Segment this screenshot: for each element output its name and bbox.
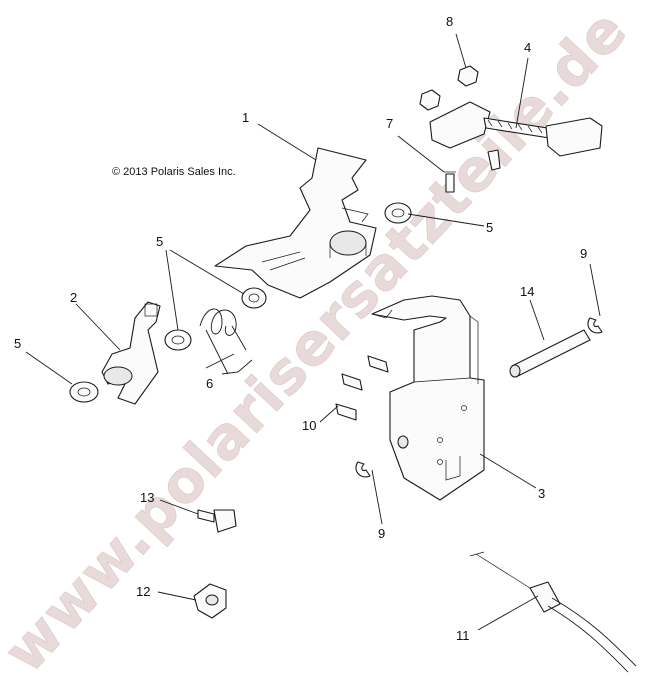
part-13-fastener xyxy=(197,509,237,533)
callout-13: 13 xyxy=(140,490,154,505)
part-8-nut-left xyxy=(419,89,441,111)
callout-12: 12 xyxy=(136,584,150,599)
part-1-bracket-plate xyxy=(214,147,377,299)
part-9-clip-right xyxy=(587,317,603,334)
callout-9-right: 9 xyxy=(580,246,587,261)
callout-4: 4 xyxy=(524,40,531,55)
callout-5-right: 5 xyxy=(486,220,493,235)
part-5-bushing-mid xyxy=(164,329,192,351)
part-2-pivot-bracket xyxy=(101,301,161,405)
leader-lines xyxy=(25,33,601,631)
part-7-bolt xyxy=(444,171,456,193)
callout-7: 7 xyxy=(386,116,393,131)
callout-10: 10 xyxy=(302,418,316,433)
part-6-return-spring xyxy=(199,308,253,375)
part-3-mounting-bracket xyxy=(371,295,485,501)
part-9-clip-left xyxy=(355,461,371,478)
part-5-bushing-upper xyxy=(241,287,267,309)
part-12-cable-clamp xyxy=(193,583,227,619)
callout-1: 1 xyxy=(242,110,249,125)
callout-8: 8 xyxy=(446,14,453,29)
copyright-text: © 2013 Polaris Sales Inc. xyxy=(112,166,236,178)
callout-6: 6 xyxy=(206,376,213,391)
callout-5-left: 5 xyxy=(14,336,21,351)
part-14-pivot-pin xyxy=(509,329,591,378)
callout-14: 14 xyxy=(520,284,534,299)
callout-5-mid: 5 xyxy=(156,234,163,249)
part-4-sensor-switch xyxy=(429,101,603,171)
part-10-bolts xyxy=(335,355,389,421)
part-5-bushing-left xyxy=(69,381,99,403)
callout-2: 2 xyxy=(70,290,77,305)
callout-labels: 1 2 3 4 5 5 5 6 7 8 9 9 10 11 12 13 14 xyxy=(14,14,587,643)
part-11-cable xyxy=(469,551,637,673)
watermark-text: www.polarisersatzteile.de xyxy=(0,0,640,686)
part-8-nut-right xyxy=(457,65,479,87)
callout-11: 11 xyxy=(456,628,470,643)
callout-3: 3 xyxy=(538,486,545,501)
callout-9-left: 9 xyxy=(378,526,385,541)
part-5-bushing-right xyxy=(384,202,412,224)
